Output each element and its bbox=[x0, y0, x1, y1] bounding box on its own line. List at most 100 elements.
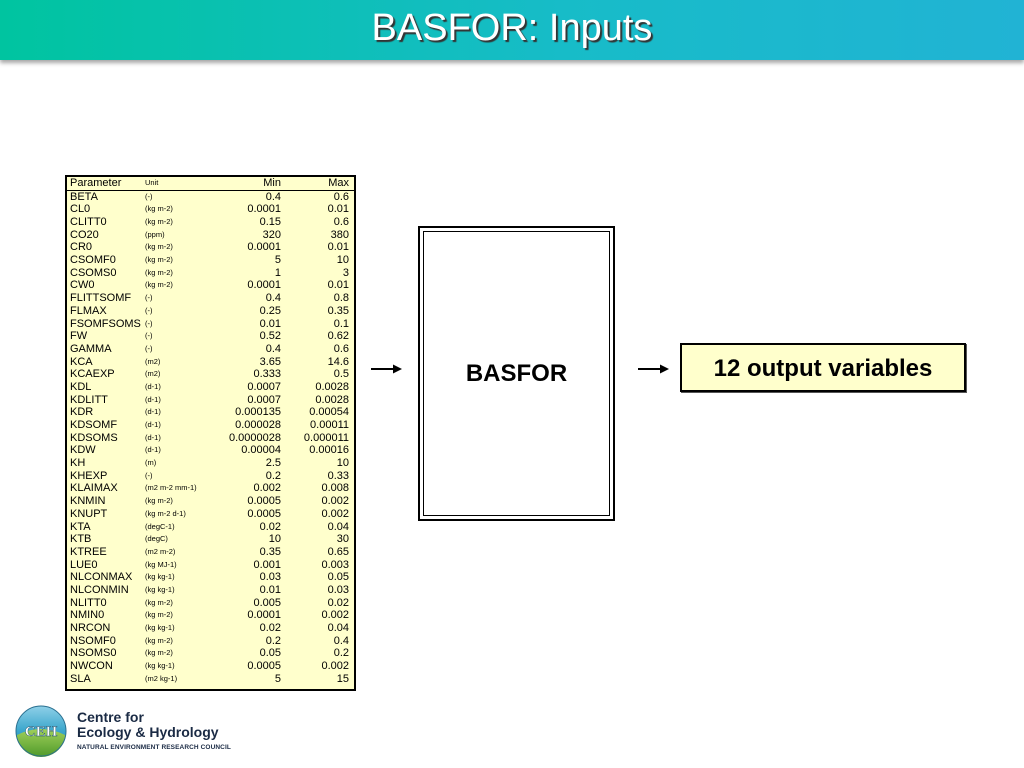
param-min: 0.4 bbox=[265, 190, 281, 203]
param-unit: (-) bbox=[145, 293, 153, 303]
param-name: NLITT0 bbox=[70, 596, 107, 609]
param-min: 0.2 bbox=[265, 634, 281, 647]
param-max: 0.03 bbox=[327, 583, 349, 596]
param-min: 0.35 bbox=[259, 545, 281, 558]
output-label: 12 output variables bbox=[713, 355, 933, 382]
header-max: Max bbox=[281, 177, 354, 191]
param-min: 5 bbox=[274, 254, 281, 267]
param-max: 0.6 bbox=[333, 190, 349, 203]
ceh-logo: CEH Centre for Ecology & Hydrology NATUR… bbox=[14, 702, 254, 760]
param-max: 0.002 bbox=[321, 609, 349, 622]
org-parent-council: NATURAL ENVIRONMENT RESEARCH COUNCIL bbox=[77, 744, 231, 751]
param-min: 0.0005 bbox=[247, 660, 281, 673]
param-min: 0.4 bbox=[265, 342, 281, 355]
param-name: FSOMFSOMS bbox=[70, 317, 141, 330]
param-min: 0.02 bbox=[259, 520, 281, 533]
param-name: NLCONMAX bbox=[70, 571, 133, 584]
param-name: NLCONMIN bbox=[70, 583, 129, 596]
param-name: CSOMF0 bbox=[70, 254, 116, 267]
param-name: KDSOMF bbox=[70, 419, 118, 432]
param-unit: (kg kg-1) bbox=[145, 661, 175, 671]
header-unit: Unit bbox=[143, 177, 221, 191]
param-unit: (kg m-2) bbox=[145, 267, 173, 277]
param-max: 10 bbox=[336, 457, 349, 470]
param-unit: (degC-1) bbox=[145, 521, 175, 531]
param-max: 0.35 bbox=[327, 304, 349, 317]
param-max: 0.00016 bbox=[309, 444, 349, 457]
param-max: 0.00011 bbox=[310, 419, 349, 432]
header-min: Min bbox=[221, 177, 281, 191]
param-unit: (kg kg-1) bbox=[145, 584, 175, 594]
model-label: BASFOR bbox=[465, 360, 568, 387]
param-name: KNMIN bbox=[70, 495, 106, 508]
title-bar: BASFOR: Inputs bbox=[0, 0, 1024, 60]
param-max: 0.1 bbox=[333, 317, 349, 330]
param-unit: (m2) bbox=[145, 369, 161, 379]
param-max: 0.05 bbox=[327, 571, 349, 584]
param-min: 2.5 bbox=[265, 457, 281, 470]
param-name: NSOMS0 bbox=[70, 647, 117, 660]
param-unit: (-) bbox=[145, 331, 153, 341]
param-name: BETA bbox=[70, 190, 98, 203]
param-unit: (ppm) bbox=[145, 229, 165, 239]
param-min: 10 bbox=[268, 533, 281, 546]
param-unit: (m2) bbox=[145, 356, 161, 366]
param-max: 0.002 bbox=[321, 495, 349, 508]
param-max: 0.002 bbox=[321, 507, 349, 520]
param-max: 0.62 bbox=[327, 330, 349, 343]
org-name-line1: Centre for bbox=[77, 709, 144, 725]
param-min: 0.00004 bbox=[241, 444, 281, 457]
param-max: 0.00054 bbox=[309, 406, 349, 419]
param-min: 3.65 bbox=[259, 355, 281, 368]
param-max: 0.01 bbox=[327, 279, 349, 292]
param-min: 320 bbox=[262, 228, 281, 241]
param-max: 0.003 bbox=[321, 558, 349, 571]
param-min: 0.03 bbox=[259, 571, 281, 584]
param-max: 0.04 bbox=[327, 622, 349, 635]
param-unit: (d-1) bbox=[145, 394, 161, 404]
model-box-inner-border bbox=[423, 231, 610, 516]
arrow-right-icon bbox=[371, 361, 403, 377]
param-max: 0.01 bbox=[327, 203, 349, 216]
param-name: KNUPT bbox=[70, 507, 108, 520]
param-name: FLITTSOMF bbox=[70, 292, 132, 305]
param-name: KH bbox=[70, 457, 86, 470]
param-min: 1 bbox=[274, 266, 281, 279]
header-parameter: Parameter bbox=[67, 177, 143, 191]
param-min: 0.0007 bbox=[247, 393, 281, 406]
param-name: KTA bbox=[70, 520, 91, 533]
param-max: 14.6 bbox=[327, 355, 349, 368]
param-min: 0.52 bbox=[259, 330, 281, 343]
param-unit: (m2 kg-1) bbox=[145, 673, 178, 683]
param-unit: (-) bbox=[145, 343, 153, 353]
table-row: NLCONMAX (kg kg-1) 0.03 0.05 bbox=[67, 571, 354, 584]
param-unit: (kg MJ-1) bbox=[145, 559, 177, 569]
param-unit: (d-1) bbox=[145, 432, 161, 442]
param-unit: (kg kg-1) bbox=[145, 572, 175, 582]
param-unit: (kg m-2) bbox=[145, 648, 173, 658]
param-unit: (kg m-2) bbox=[145, 597, 173, 607]
param-max: 0.04 bbox=[327, 520, 349, 533]
param-min: 0.05 bbox=[259, 647, 281, 660]
param-max: 0.000011 bbox=[303, 431, 349, 444]
param-name: NWCON bbox=[70, 660, 113, 673]
param-min: 0.000135 bbox=[235, 406, 281, 419]
param-min: 0.15 bbox=[259, 216, 281, 229]
